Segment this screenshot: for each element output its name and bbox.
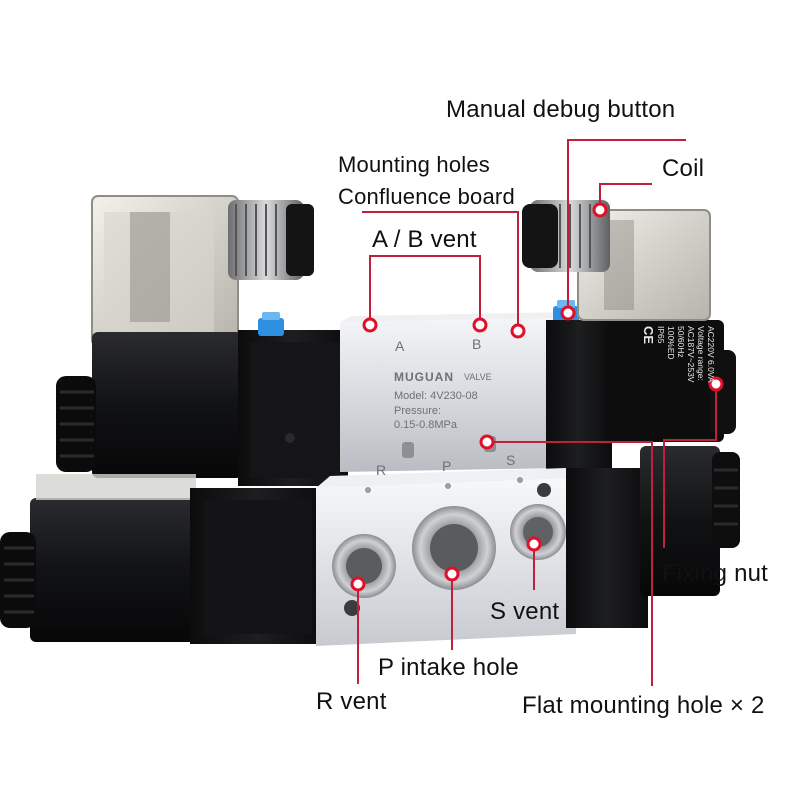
pressure-line: Pressure: [394,405,442,417]
port-s-marking: S [506,452,516,468]
coil-spec-line: AC220V 6.0VA [706,326,716,383]
brand-suffix: VALVE [464,372,492,382]
model-line: Model: 4V230-08 [394,390,478,402]
coil-spec-line: IP65 [656,326,666,344]
pressure-range: 0.15-0.8MPa [394,419,457,431]
coil-spec-line: 50/60Hz [676,326,686,358]
coil-spec-line: AC187V~253V [686,326,696,383]
port-r-marking: R [376,462,387,478]
coil-spec-line: Voltage range: [696,326,706,381]
port-a-marking: A [395,338,405,354]
callout-fixing-nut: Fixing nut [662,560,769,587]
callout-ab-vent: A / B vent [372,226,477,253]
callout-mounting-holes: Mounting holes [338,152,491,177]
callout-p-intake-hole: P intake hole [378,654,519,681]
brand-logo: MUGUAN [394,370,454,384]
coil-spec-line: 100%ED [666,326,676,360]
callout-flat-mounting-hole: Flat mounting hole × 2 [522,692,765,719]
callout-manual-debug-button: Manual debug button [446,96,676,123]
callout-confluence-board: Confluence board [338,184,515,209]
coil-spec-label: AC220V 6.0VA Voltage range: AC187V~253V … [620,326,716,430]
callout-coil: Coil [662,155,705,182]
callout-r-vent: R vent [316,688,387,715]
callout-s-vent: S vent [490,598,560,625]
ce-mark: CE [641,326,656,345]
port-p-marking: P [442,458,452,474]
port-b-marking: B [472,336,482,352]
